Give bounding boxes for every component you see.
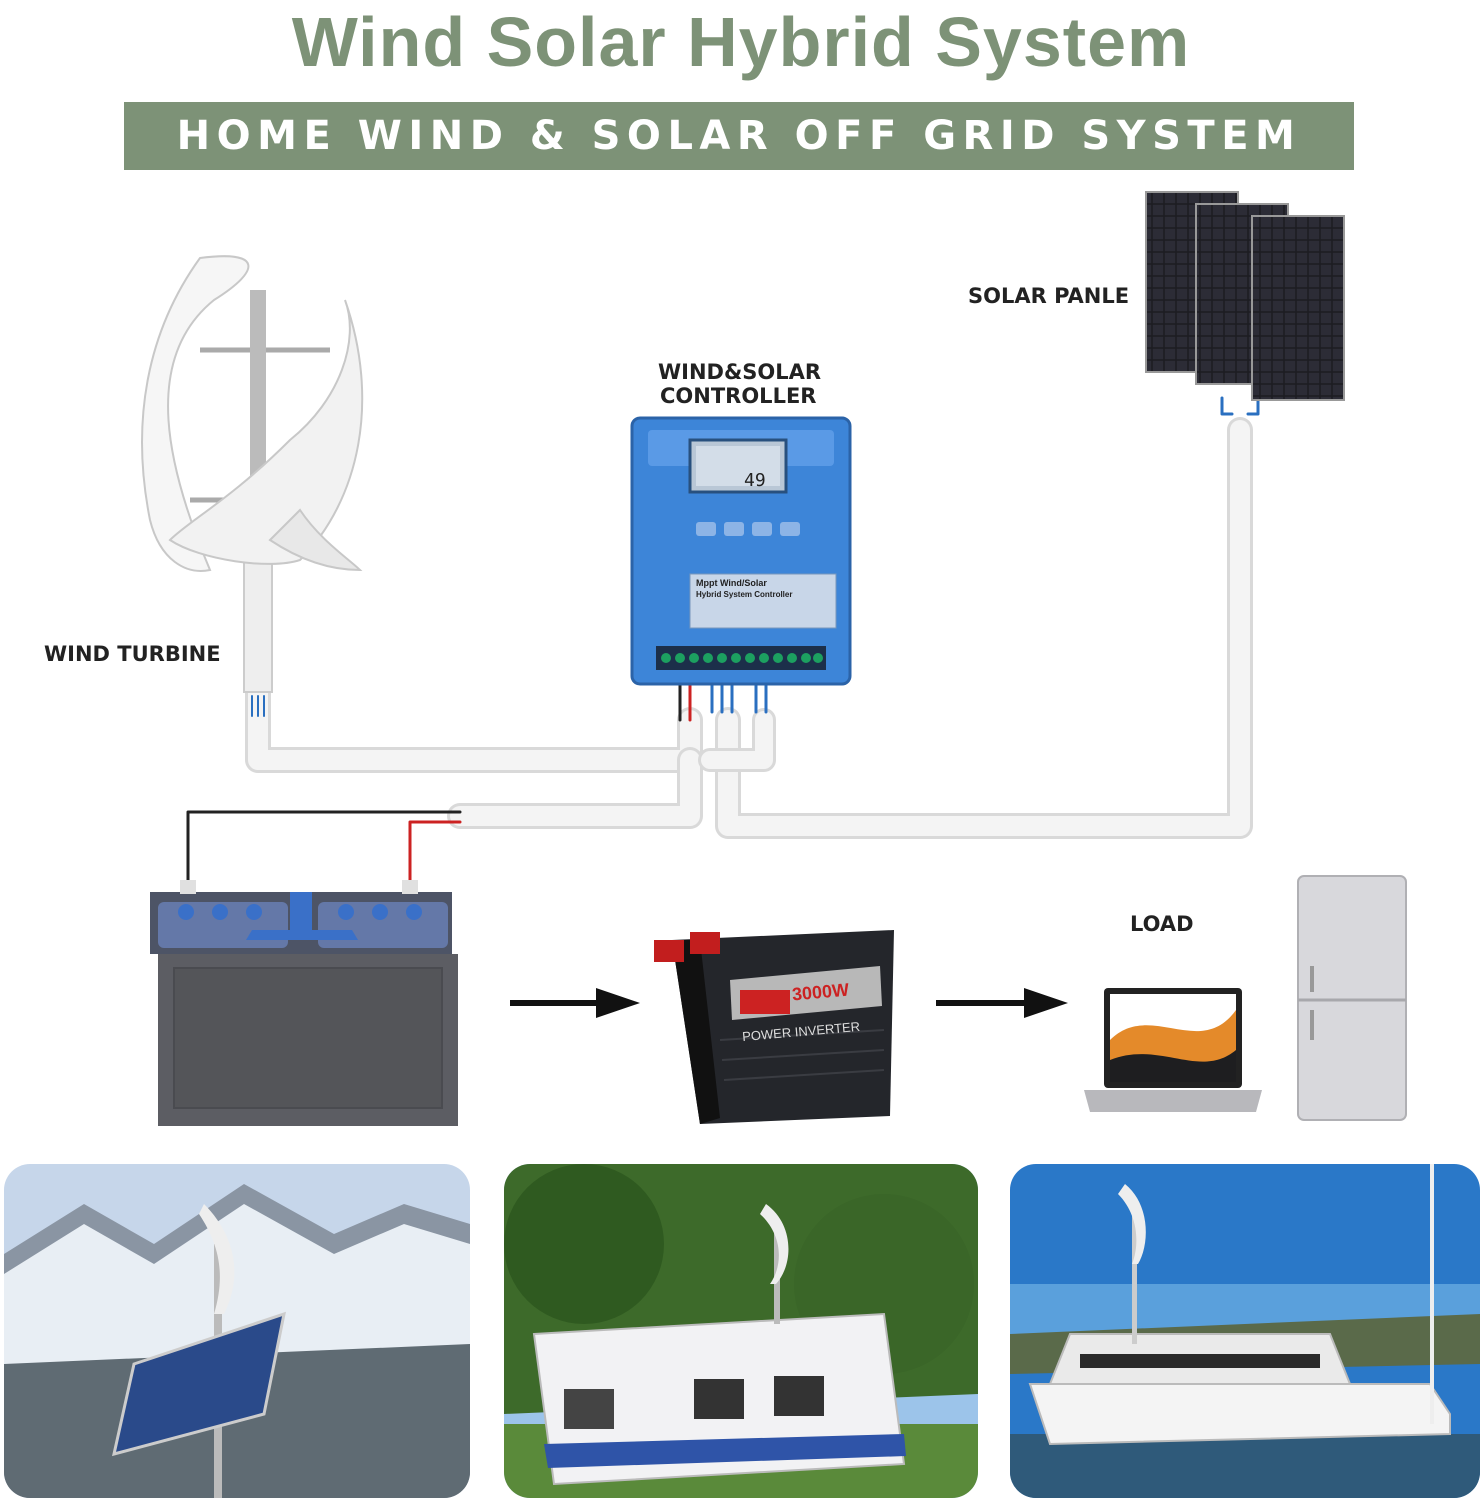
- system-diagram: [141, 191, 1407, 1126]
- load-label: LOAD: [1130, 912, 1194, 936]
- subtitle-text: HOME WIND & SOLAR OFF GRID SYSTEM: [176, 113, 1302, 159]
- laptop-icon: [1084, 988, 1262, 1112]
- wind-turbine-icon: [141, 255, 364, 693]
- controller-icon: [630, 416, 852, 686]
- snowy-mountain-turbine-photo: [4, 1164, 470, 1498]
- controller-display-value: 49: [744, 470, 766, 491]
- controller-panel-title: Mppt Wind/Solar: [696, 578, 767, 588]
- cables: [186, 396, 1260, 890]
- solar-panel-icon: [1145, 191, 1345, 401]
- solar-panel-label: SOLAR PANLE: [968, 284, 1130, 308]
- arrow-right-icon-1: [510, 988, 640, 1018]
- subtitle-banner: HOME WIND & SOLAR OFF GRID SYSTEM: [124, 102, 1354, 170]
- caravan-turbine-photo: [504, 1164, 978, 1498]
- wind-turbine-label: WIND TURBINE: [44, 642, 221, 666]
- controller-label-line1: WIND&SOLAR: [658, 360, 822, 384]
- inverter-icon: [654, 930, 894, 1124]
- controller-label-line2: CONTROLLER: [660, 384, 817, 408]
- battery-icon: [150, 880, 458, 1126]
- controller-panel-subtitle: Hybrid System Controller: [696, 590, 793, 599]
- yacht-turbine-photo: [1010, 1164, 1480, 1498]
- refrigerator-icon: [1297, 875, 1407, 1121]
- page-title: Wind Solar Hybrid System: [291, 3, 1191, 81]
- arrow-right-icon-2: [936, 988, 1068, 1018]
